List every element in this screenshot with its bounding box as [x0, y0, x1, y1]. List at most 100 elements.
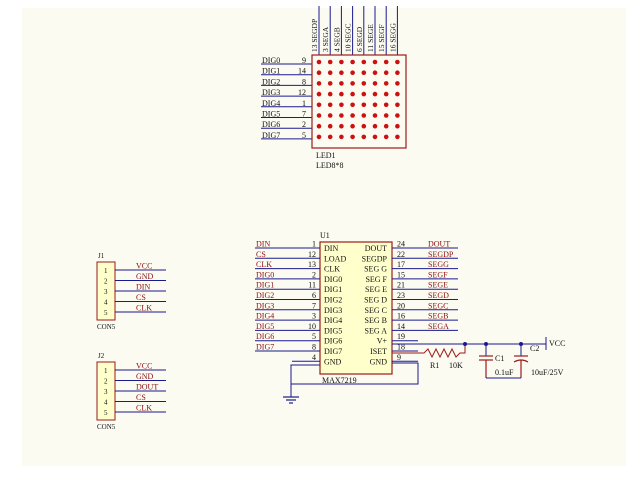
led-dot — [361, 59, 367, 65]
ic-right-net-label: SEGDP — [428, 250, 454, 259]
ic-left-pin-number: 10 — [308, 322, 316, 331]
ic-right-pin-name: SEG E — [365, 285, 387, 294]
led-dot — [361, 113, 367, 118]
led-dot — [372, 59, 378, 65]
led-dot — [383, 81, 389, 86]
ic-left-pin-name: DIG2 — [324, 296, 342, 305]
led-dot — [350, 81, 355, 86]
ic-right-pin-number: 9 — [397, 353, 401, 362]
ic-left-pin-number: 5 — [312, 332, 316, 341]
led-dot — [395, 59, 400, 65]
led-dot — [327, 70, 333, 75]
connector-pin-number: 2 — [104, 278, 108, 286]
led-dot — [361, 81, 367, 86]
led-dot — [350, 123, 355, 129]
ic-left-pin-name: DIG5 — [324, 326, 342, 335]
led-dot — [350, 113, 355, 118]
led-column-pin: 16 SEGG — [388, 6, 398, 55]
connector-pin-number: 1 — [104, 267, 108, 275]
led-dot — [316, 134, 322, 140]
ic-right-pin-number: 24 — [397, 240, 405, 249]
ic-left-net-label: DIG0 — [256, 270, 274, 279]
led-dot-grid — [316, 59, 400, 140]
ic-right-net-label: SEGE — [428, 281, 448, 290]
led-dot — [350, 59, 355, 65]
ic-left-pin-number: 1 — [312, 240, 316, 249]
led-dot — [372, 123, 378, 129]
c1-value: 0.1uF — [495, 368, 514, 377]
led-dot — [339, 134, 344, 140]
ic-left-net-label: CS — [256, 250, 266, 259]
connector-pin-number: 4 — [104, 299, 108, 307]
led-dot — [327, 59, 333, 65]
led-row-pin: DIG4 1 — [261, 99, 312, 108]
led-dot — [316, 59, 322, 65]
ic-left-net-label: DIN — [256, 240, 270, 249]
junction-dot — [484, 342, 488, 346]
schematic-sheet — [22, 8, 626, 466]
led-dot — [383, 102, 389, 108]
led-column-label: 11 SEGE — [366, 24, 375, 52]
ic-left-pin: DIN 1 DIN — [255, 240, 338, 253]
led-dot — [383, 59, 389, 65]
led-row-pin-number: 1 — [302, 99, 306, 108]
led-dot — [350, 91, 355, 97]
r1-designator: R1 — [430, 361, 439, 370]
led-dot — [395, 91, 400, 97]
ic-left-net-label: DIG7 — [256, 343, 274, 352]
connector-pin: 4CS — [104, 393, 166, 407]
led-row-pin-number: 12 — [298, 88, 306, 97]
ic-left-pin-number: 3 — [312, 312, 316, 321]
ic-right-pin-number: 20 — [397, 301, 405, 310]
connector-net-label: CS — [136, 293, 146, 302]
connector-net-label: DIN — [136, 283, 150, 292]
led-column-label: 15 SEGF — [377, 24, 386, 52]
led-column-label: 16 SEGG — [388, 22, 397, 52]
led-dot — [327, 81, 333, 86]
connector-designator: J1 — [98, 252, 105, 260]
led-column-label: 10 SEGC — [344, 23, 353, 52]
ic-right-pin-name: SEG F — [365, 275, 387, 284]
led-dot — [372, 113, 378, 118]
ic-right-pin: 19V+ — [377, 332, 418, 346]
ic-right-pin-name: SEGDP — [362, 254, 388, 263]
led-row-net-label: DIG4 — [262, 99, 280, 108]
ic-left-net-label: DIG3 — [256, 301, 274, 310]
led-dot — [383, 123, 389, 129]
ic-left-pin-name: DIG4 — [324, 316, 342, 325]
led-row-net-label: DIG0 — [262, 56, 280, 65]
led-dot — [372, 91, 378, 97]
ic-right-net-label: SEGD — [428, 291, 449, 300]
vcc-label: VCC — [549, 339, 565, 348]
led-column-pin: 3 SEGA — [321, 6, 331, 55]
led-dot — [316, 113, 322, 118]
ic-left-pin-number: 12 — [308, 250, 316, 259]
ic-left-pin-name: DIN — [324, 244, 338, 253]
ic-left-pin-name: DIG3 — [324, 306, 342, 315]
ic-right-net-label: SEGC — [428, 301, 448, 310]
led-row-pin-number: 5 — [302, 131, 306, 140]
